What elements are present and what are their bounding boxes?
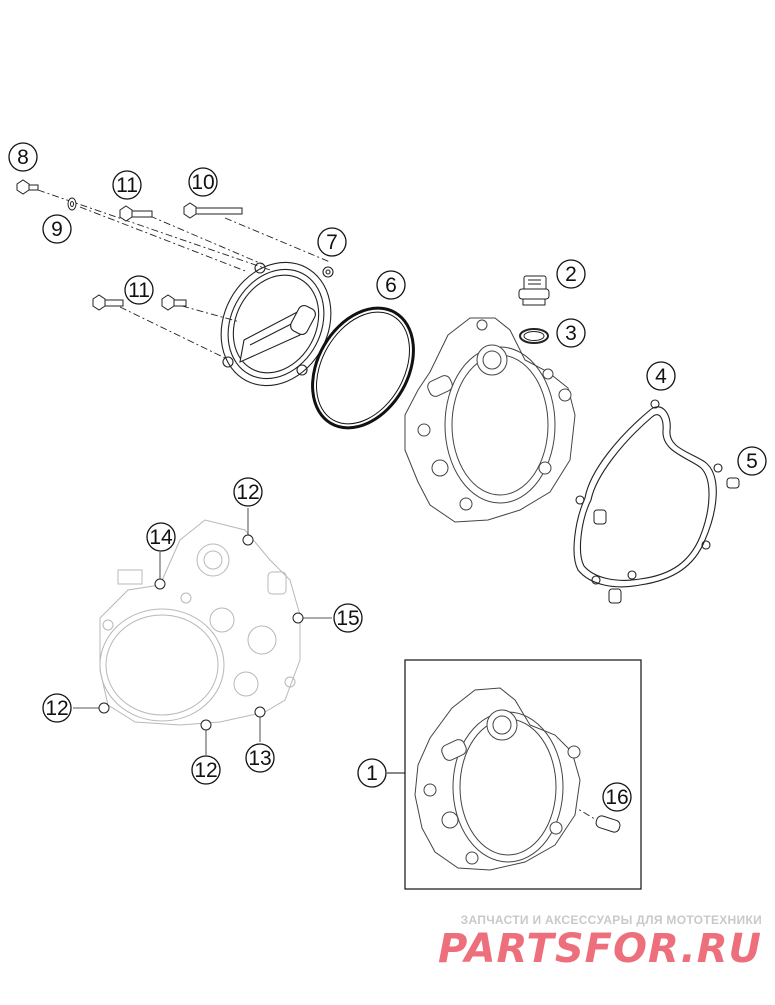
callout-3: 3 <box>556 318 586 348</box>
svg-text:14: 14 <box>149 526 173 549</box>
svg-text:12: 12 <box>194 759 217 782</box>
callout-16: 16 <box>602 782 632 812</box>
callout-6: 6 <box>376 270 406 300</box>
callout-12-top: 12 <box>233 477 263 507</box>
svg-text:12: 12 <box>45 697 68 720</box>
svg-text:15: 15 <box>336 607 359 630</box>
svg-text:1: 1 <box>366 762 378 785</box>
svg-text:8: 8 <box>17 146 29 169</box>
leader-line <box>149 215 263 265</box>
bolt-11-lower-left <box>92 294 124 311</box>
assembly-box-1 <box>404 659 642 890</box>
svg-text:9: 9 <box>51 218 63 241</box>
leader-line <box>37 189 271 271</box>
callout-15: 15 <box>333 603 363 633</box>
callout-10: 10 <box>188 167 218 197</box>
svg-text:5: 5 <box>746 450 758 473</box>
callout-1: 1 <box>357 758 387 788</box>
svg-text:13: 13 <box>248 747 271 770</box>
callout-14: 14 <box>146 522 176 552</box>
gasket-4 <box>573 399 723 588</box>
filler-plug-2 <box>518 275 550 306</box>
callout-2: 2 <box>556 259 586 289</box>
bolt-11-upper <box>119 205 153 222</box>
o-ring-3 <box>519 328 549 344</box>
svg-text:12: 12 <box>236 481 259 504</box>
callout-8: 8 <box>8 142 38 172</box>
callouts: 8 9 11 10 7 11 6 2 3 4 5 12 14 15 12 12 … <box>8 142 767 812</box>
svg-text:6: 6 <box>385 274 397 297</box>
bolt-11-lower-right <box>161 294 187 311</box>
svg-text:11: 11 <box>116 174 138 197</box>
leader-line <box>119 306 226 359</box>
leader-line <box>224 217 331 263</box>
svg-text:2: 2 <box>565 263 577 286</box>
clutch-cover <box>404 317 576 523</box>
o-ring-6 <box>311 306 415 430</box>
callout-11-lower: 11 <box>124 275 154 305</box>
leader-line <box>79 206 249 273</box>
engine-case <box>99 519 301 726</box>
watermark-tagline: ЗАПЧАСТИ И АКСЕССУАРЫ ДЛЯ МОТОТЕХНИКИ <box>461 913 762 927</box>
svg-text:10: 10 <box>191 171 214 194</box>
svg-text:11: 11 <box>128 279 150 302</box>
callout-11: 11 <box>112 170 142 200</box>
svg-text:16: 16 <box>605 786 628 809</box>
washer-9 <box>67 197 77 211</box>
callout-12-bottom: 12 <box>191 755 221 785</box>
svg-text:7: 7 <box>326 231 338 254</box>
callout-7: 7 <box>317 227 347 257</box>
callout-4: 4 <box>646 361 676 391</box>
stud-leaders <box>73 508 332 755</box>
dowel-pins <box>593 477 740 604</box>
pin-16 <box>595 815 621 833</box>
callout-12-left: 12 <box>42 693 72 723</box>
callout-9: 9 <box>42 214 72 244</box>
callout-5: 5 <box>737 446 767 476</box>
watermark-brand: PARTSFOR.RU <box>438 926 762 972</box>
bolt-10 <box>183 202 243 219</box>
svg-text:3: 3 <box>565 322 577 345</box>
screw-8 <box>16 179 39 195</box>
callout-13: 13 <box>245 743 275 773</box>
svg-text:4: 4 <box>655 365 667 388</box>
outer-cover-7 <box>220 261 334 387</box>
clutch-cover-assembly <box>414 687 581 871</box>
